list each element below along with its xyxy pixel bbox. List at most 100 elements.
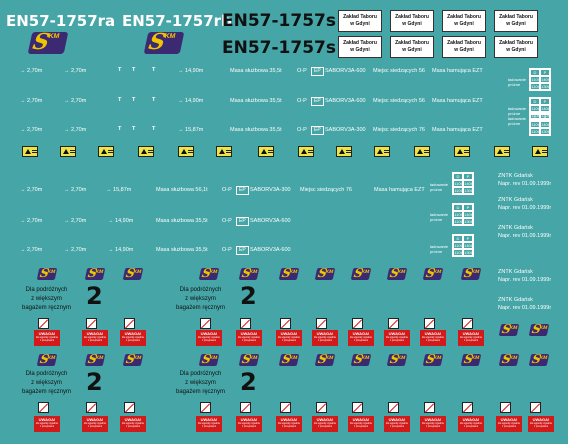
zntk-line2: Napr. rev 01.09.1999r <box>498 305 552 311</box>
warning-text-lines <box>148 150 153 151</box>
seats-label: Miejsc siedzących 76 <box>373 127 425 133</box>
warning-triangle-icon <box>101 149 107 154</box>
table-cell: P <box>540 114 550 121</box>
uwaga-sub1: Za wyjazdy zgodnie <box>84 422 106 425</box>
table-cell: D <box>530 114 540 121</box>
uwaga-sub1: Za wyjazdy zgodnie <box>530 422 552 425</box>
skm-logo-sub: KM <box>132 269 142 275</box>
table-cell: 110t <box>530 83 540 90</box>
uwaga-sub2: z przepisami <box>39 339 55 342</box>
uwaga-sub1: Za wyjazdy zgodnie <box>460 422 482 425</box>
skm-logo-sub: KM <box>432 269 442 275</box>
tabela-line1: ładowanie <box>430 244 449 249</box>
ep-box: EP <box>236 186 249 195</box>
baggage-line2: z większym <box>31 296 62 302</box>
skm-logo-sub: KM <box>470 269 480 275</box>
sabor-code: SABORV3A-600 <box>250 218 291 224</box>
uwaga-sub2: z przepisami <box>125 339 141 342</box>
table-cell: 130t <box>463 249 473 256</box>
length-mark: → 15,87m <box>106 187 132 193</box>
skm-logo-sub: KM <box>46 269 56 275</box>
table-cell: 110t <box>453 211 463 218</box>
title-s-1: EN57-1757s <box>222 11 336 31</box>
warning-triangle-icon <box>63 149 69 154</box>
no-smoking-icon <box>124 402 135 413</box>
uwaga-sub2: z przepisami <box>281 425 297 428</box>
tabela-line1: ładowanie <box>430 182 449 187</box>
zaklad-line2: w Gdyni <box>402 21 422 27</box>
warning-sticker <box>494 146 510 157</box>
table-cell: 140t <box>463 242 473 249</box>
skm-logo: S KM <box>27 29 69 55</box>
zntk-line1: ZNTK Gdańsk <box>498 297 533 303</box>
tabela-line2: próżne <box>508 111 521 116</box>
table-cell: P <box>463 204 473 211</box>
warning-sticker <box>178 146 194 157</box>
no-smoking-icon <box>240 402 251 413</box>
class-digit: 2 <box>240 282 257 310</box>
uwaga-sub2: z przepisami <box>353 339 369 342</box>
zntk-line2: Napr. rev 01.09.1999r <box>498 205 552 211</box>
warning-sticker <box>414 146 430 157</box>
no-smoking-icon <box>200 402 211 413</box>
no-smoking-icon <box>388 318 399 329</box>
uwaga-sub1: Za wyjazdy zgodnie <box>386 336 408 339</box>
uwaga-title: UWAGA! <box>388 417 406 422</box>
zaklad-line2: w Gdyni <box>506 47 526 53</box>
ep-box: EP <box>311 97 324 106</box>
warning-triangle-icon <box>261 149 267 154</box>
t-mark: T <box>132 67 136 73</box>
skm-logo-sub: KM <box>470 355 480 361</box>
uwaga-sub1: Za wyjazdy zgodnie <box>422 336 444 339</box>
warning-triangle-icon <box>219 149 225 154</box>
seats-label: Miejsc siedzących 76 <box>300 187 352 193</box>
skm-logo-sub: KM <box>538 355 548 361</box>
zaklad-line1: Zakład Taboru <box>395 40 429 46</box>
brake-label: Masa hamująca EZT <box>374 187 425 193</box>
masa-label: Masa służbowa 35,5t <box>156 247 208 253</box>
no-smoking-icon <box>316 402 327 413</box>
uwaga-sub1: Za wyjazdy zgodnie <box>36 336 58 339</box>
uwaga-sub1: Za wyjazdy zgodnie <box>278 422 300 425</box>
warning-text-lines <box>504 150 509 151</box>
warning-triangle-icon <box>535 149 541 154</box>
uwaga-sub2: z przepisami <box>425 425 441 428</box>
warning-sticker <box>454 146 470 157</box>
code-prefix: O-P <box>222 187 232 193</box>
zntk-line1: ZNTK Gdańsk <box>498 225 533 231</box>
uwaga-sub1: Za wyjazdy zgodnie <box>122 336 144 339</box>
uwaga-title: UWAGA! <box>462 417 480 422</box>
tabela-line2: próżne <box>430 249 443 254</box>
uwaga-sub1: Za wyjazdy zgodnie <box>36 422 58 425</box>
uwaga-sub2: z przepisami <box>353 425 369 428</box>
skm-logo-sub: KM <box>208 355 218 361</box>
zaklad-line1: Zakład Taboru <box>395 14 429 20</box>
baggage-line2: z większym <box>31 380 62 386</box>
uwaga-title: UWAGA! <box>316 417 334 422</box>
baggage-line1: Dla podróżnych <box>25 287 68 293</box>
length-mark: → 2,70m <box>64 68 87 74</box>
tabela-line1: ładowanie <box>508 116 527 121</box>
title-s-2: EN57-1757s <box>222 38 336 58</box>
